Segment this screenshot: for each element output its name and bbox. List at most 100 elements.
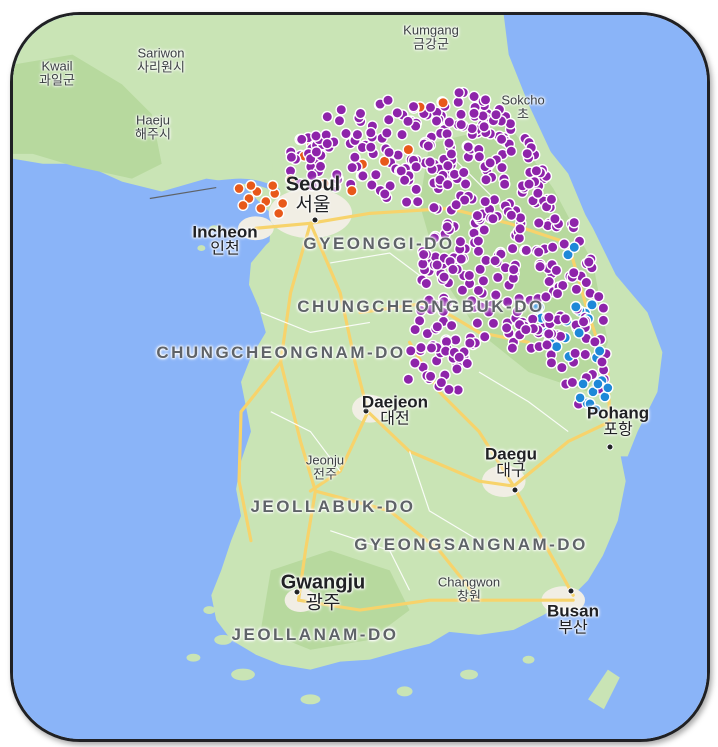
map-marker[interactable] [568, 216, 580, 229]
map-marker[interactable] [455, 253, 468, 265]
map-marker[interactable] [417, 258, 429, 270]
map-marker[interactable] [534, 260, 546, 273]
map-marker[interactable] [424, 370, 437, 383]
map-marker[interactable] [438, 295, 450, 308]
map-marker[interactable] [593, 345, 606, 357]
map-marker[interactable] [513, 292, 525, 305]
map-marker[interactable] [357, 170, 369, 182]
map-marker[interactable] [346, 161, 359, 174]
map-marker[interactable] [364, 141, 377, 154]
map-marker[interactable] [556, 279, 569, 292]
map-marker[interactable] [582, 256, 595, 268]
map-marker[interactable] [464, 337, 476, 349]
map-marker[interactable] [457, 166, 470, 179]
map-marker[interactable] [424, 101, 437, 114]
map-marker[interactable] [580, 276, 593, 289]
map-marker[interactable] [409, 323, 421, 336]
map-marker[interactable] [490, 108, 502, 121]
map-marker[interactable] [407, 100, 420, 113]
map-marker[interactable] [346, 184, 358, 197]
map-marker[interactable] [245, 179, 257, 192]
map-marker[interactable] [340, 127, 352, 140]
map-marker[interactable] [468, 107, 480, 120]
map-marker[interactable] [482, 306, 495, 318]
map-marker[interactable] [573, 327, 585, 339]
map-marker[interactable] [558, 238, 571, 250]
map-marker[interactable] [354, 107, 367, 120]
map-marker[interactable] [500, 322, 513, 334]
map-marker[interactable] [480, 173, 492, 186]
map-marker[interactable] [306, 179, 318, 192]
map-marker[interactable] [453, 351, 466, 364]
map-marker[interactable] [570, 283, 583, 296]
map-canvas[interactable] [13, 15, 707, 739]
map-marker[interactable] [402, 143, 415, 156]
map-marker[interactable] [417, 248, 430, 261]
map-marker[interactable] [523, 178, 535, 190]
map-marker[interactable] [471, 317, 484, 329]
map-marker[interactable] [441, 220, 453, 233]
map-marker[interactable] [284, 173, 297, 186]
map-marker[interactable] [378, 188, 391, 200]
map-marker[interactable] [402, 373, 415, 386]
map-marker[interactable] [424, 156, 436, 168]
map-marker[interactable] [365, 179, 378, 191]
map-marker[interactable] [551, 287, 564, 300]
map-marker[interactable] [532, 217, 545, 229]
map-marker[interactable] [597, 302, 610, 314]
map-marker[interactable] [479, 93, 492, 106]
map-marker[interactable] [579, 348, 592, 361]
map-marker[interactable] [545, 193, 558, 206]
map-marker[interactable] [569, 347, 581, 360]
map-marker[interactable] [506, 242, 519, 255]
map-marker[interactable] [505, 145, 518, 158]
map-marker[interactable] [335, 103, 348, 116]
map-marker[interactable] [243, 192, 255, 205]
map-marker[interactable] [443, 137, 455, 149]
map-marker[interactable] [587, 386, 599, 398]
map-marker[interactable] [449, 334, 462, 346]
map-marker[interactable] [532, 187, 544, 200]
map-marker[interactable] [495, 133, 508, 146]
map-marker[interactable] [430, 115, 443, 127]
map-marker[interactable] [592, 290, 605, 303]
map-marker[interactable] [314, 160, 327, 173]
map-marker[interactable] [478, 224, 491, 236]
map-marker[interactable] [333, 114, 346, 127]
map-marker[interactable] [530, 164, 543, 177]
map-marker[interactable] [541, 339, 553, 351]
map-marker[interactable] [471, 209, 484, 222]
map-marker[interactable] [437, 96, 449, 109]
map-marker[interactable] [473, 150, 486, 163]
map-marker[interactable] [479, 195, 492, 208]
map-marker[interactable] [441, 127, 453, 140]
map-marker[interactable] [233, 182, 245, 195]
map-marker[interactable] [569, 300, 582, 313]
map-marker[interactable] [566, 376, 579, 389]
map-marker[interactable] [472, 284, 485, 297]
map-marker[interactable] [441, 178, 454, 191]
map-marker[interactable] [590, 404, 602, 416]
map-marker[interactable] [586, 298, 598, 311]
map-marker[interactable] [451, 363, 463, 375]
map-marker[interactable] [267, 179, 279, 192]
map-marker[interactable] [400, 196, 413, 208]
map-marker[interactable] [597, 314, 610, 327]
map-marker[interactable] [453, 86, 465, 99]
map-marker[interactable] [415, 341, 427, 354]
map-marker[interactable] [540, 291, 552, 303]
map-marker[interactable] [445, 148, 458, 160]
map-marker[interactable] [423, 294, 435, 306]
map-marker[interactable] [455, 118, 468, 131]
map-frame[interactable]: Kumgang 금강군 Sariwon 사리원시 Kwail 과일군 Haeju… [10, 12, 710, 742]
map-marker[interactable] [468, 90, 480, 103]
map-marker[interactable] [431, 320, 444, 333]
map-marker[interactable] [445, 319, 458, 332]
map-marker[interactable] [556, 361, 568, 374]
map-marker[interactable] [443, 383, 455, 396]
map-marker[interactable] [370, 168, 382, 181]
map-marker[interactable] [577, 315, 590, 328]
map-marker[interactable] [574, 392, 586, 404]
map-marker[interactable] [410, 160, 422, 173]
map-marker[interactable] [592, 378, 604, 390]
